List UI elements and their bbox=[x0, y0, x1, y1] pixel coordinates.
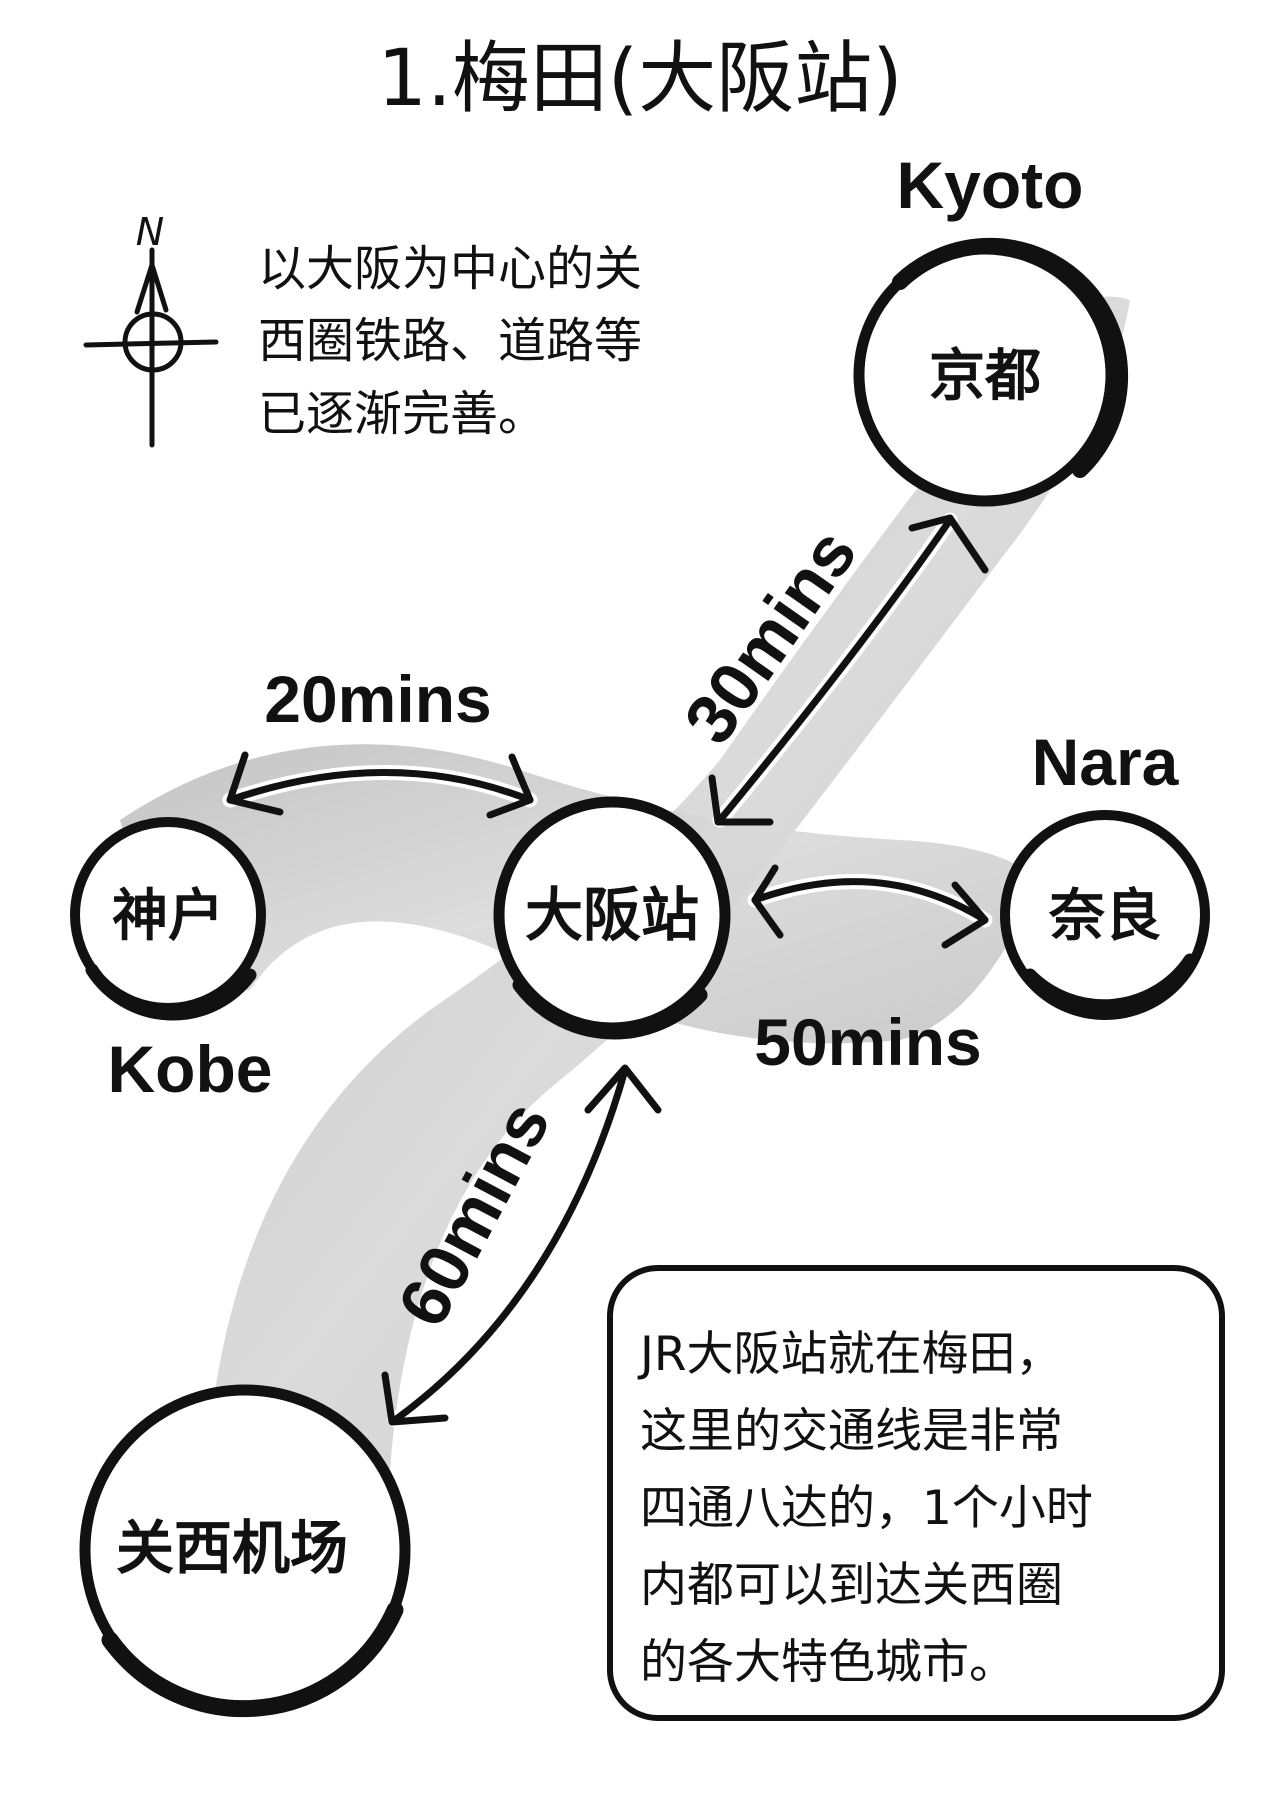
station-kyoto-name: 京都 bbox=[929, 344, 1041, 407]
note-box bbox=[607, 1265, 1225, 1721]
arrow-osaka-kansai bbox=[381, 1062, 662, 1428]
note-line-4: 内都可以到达关西圈 bbox=[640, 1558, 1063, 1613]
station-kyoto-en: Kyoto bbox=[897, 148, 1084, 222]
station-kansai-circle bbox=[79, 1384, 411, 1718]
station-kobe-circle bbox=[70, 817, 266, 1021]
note-line-2: 这里的交通线是非常 bbox=[640, 1404, 1063, 1459]
page-title: 1.梅田(大阪站) bbox=[377, 34, 902, 124]
station-kyoto-circle bbox=[853, 237, 1129, 507]
intro-line-3: 已逐渐完善。 bbox=[258, 386, 546, 442]
note-line-5: 的各大特色城市。 bbox=[640, 1635, 1016, 1690]
station-nara-en: Nara bbox=[1032, 725, 1180, 799]
station-kobe-name: 神户 bbox=[112, 884, 224, 947]
route-nara-time: 50mins bbox=[754, 1005, 981, 1079]
station-kansai-name: 关西机场 bbox=[116, 1516, 348, 1581]
arrow-osaka-kyoto bbox=[708, 512, 989, 828]
station-osaka-circle bbox=[493, 796, 731, 1040]
intro-line-2: 西圈铁路、道路等 bbox=[258, 313, 642, 369]
station-osaka-name: 大阪站 bbox=[525, 883, 699, 948]
compass-north-label: N bbox=[136, 210, 164, 254]
note-line-3: 四通八达的，1个小时 bbox=[640, 1481, 1093, 1536]
station-nara-circle bbox=[1000, 810, 1210, 1020]
intro-line-1: 以大阪为中心的关 bbox=[258, 241, 642, 297]
note-line-1: JR大阪站就在梅田， bbox=[637, 1327, 1063, 1382]
route-kobe-time: 20mins bbox=[264, 662, 491, 736]
arrow-osaka-kobe bbox=[222, 751, 538, 819]
station-nara-name: 奈良 bbox=[1048, 884, 1161, 947]
arrow-osaka-nara bbox=[747, 864, 993, 949]
station-kobe-en: Kobe bbox=[108, 1032, 273, 1106]
compass-icon bbox=[83, 247, 219, 448]
